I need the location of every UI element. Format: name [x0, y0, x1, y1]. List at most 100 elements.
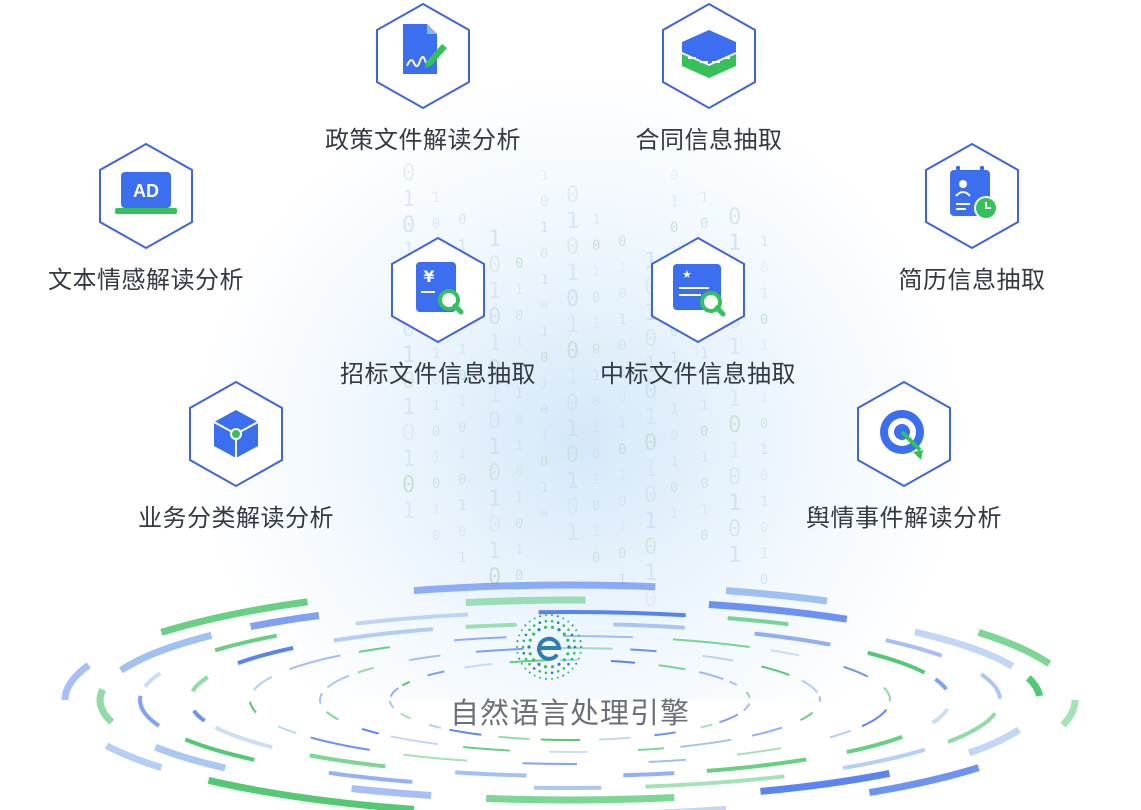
- node-label: 政策文件解读分析: [325, 126, 521, 154]
- svg-text:0: 0: [644, 535, 657, 560]
- svg-text:1: 1: [540, 428, 548, 444]
- svg-text:0: 0: [540, 402, 548, 418]
- svg-text:0: 0: [618, 442, 626, 458]
- svg-text:1: 1: [432, 450, 440, 466]
- svg-text:0: 0: [488, 305, 501, 330]
- svg-text:0: 0: [515, 412, 523, 428]
- resume-hex: [925, 142, 1019, 250]
- svg-text:0: 0: [592, 342, 600, 358]
- svg-text:1: 1: [670, 350, 678, 366]
- svg-text:1: 1: [728, 543, 741, 568]
- svg-text:1: 1: [540, 168, 548, 184]
- svg-text:0: 0: [540, 350, 548, 366]
- svg-text:0: 0: [566, 339, 579, 364]
- ring-arcs: [61, 581, 1079, 810]
- svg-text:0: 0: [566, 235, 579, 260]
- svg-text:1: 1: [618, 572, 626, 588]
- svg-text:0: 0: [644, 587, 657, 612]
- node-label: 简历信息抽取: [898, 266, 1046, 294]
- svg-text:1: 1: [488, 279, 501, 304]
- svg-text:0: 0: [566, 443, 579, 468]
- svg-text:0: 0: [592, 290, 600, 306]
- svg-text:0: 0: [540, 454, 548, 470]
- node-sentiment-analysis[interactable]: AD 文本情感解读分析: [26, 142, 266, 295]
- svg-text:1: 1: [515, 490, 523, 506]
- node-winning-extraction[interactable]: ★ 中标文件信息抽取: [578, 236, 818, 389]
- svg-text:0: 0: [700, 528, 708, 544]
- svg-text:1: 1: [566, 521, 579, 546]
- cube-icon: [213, 410, 259, 458]
- svg-text:0: 0: [566, 287, 579, 312]
- node-opinion-analysis[interactable]: 舆情事件解读分析: [784, 380, 1024, 533]
- svg-text:1: 1: [592, 472, 600, 488]
- svg-text:0: 0: [402, 369, 415, 394]
- ad-monitor-icon: AD: [115, 172, 177, 214]
- svg-text:¥: ¥: [423, 267, 434, 286]
- target-icon: [880, 410, 924, 460]
- svg-text:1: 1: [760, 338, 768, 354]
- svg-text:0: 0: [432, 372, 440, 388]
- contract-hex: [662, 2, 756, 110]
- node-bidding-extraction[interactable]: ¥ 招标文件信息抽取: [318, 236, 558, 389]
- svg-text:1: 1: [540, 480, 548, 496]
- svg-text:1: 1: [700, 190, 708, 206]
- svg-text:0: 0: [644, 431, 657, 456]
- svg-text:0: 0: [618, 494, 626, 510]
- svg-text:1: 1: [760, 234, 768, 250]
- svg-text:1: 1: [458, 446, 466, 462]
- svg-text:1: 1: [760, 546, 768, 562]
- svg-text:0: 0: [515, 568, 523, 584]
- svg-text:1: 1: [402, 343, 415, 368]
- svg-text:1: 1: [515, 386, 523, 402]
- svg-text:1: 1: [670, 454, 678, 470]
- svg-text:0: 0: [432, 528, 440, 544]
- svg-text:0: 0: [592, 238, 600, 254]
- node-policy-analysis[interactable]: 政策文件解读分析: [303, 2, 543, 155]
- svg-text:0: 0: [618, 390, 626, 406]
- svg-text:1: 1: [515, 542, 523, 558]
- svg-text:1: 1: [592, 524, 600, 540]
- document-sign-icon: [403, 24, 447, 74]
- policy-hex: [376, 2, 470, 110]
- svg-text:1: 1: [618, 468, 626, 484]
- svg-text:0: 0: [700, 476, 708, 492]
- svg-text:1: 1: [488, 383, 501, 408]
- svg-text:0: 0: [540, 506, 548, 522]
- svg-text:0: 0: [432, 216, 440, 232]
- svg-text:1: 1: [402, 395, 415, 420]
- svg-text:0: 0: [670, 480, 678, 496]
- svg-text:1: 1: [566, 261, 579, 286]
- svg-text:0: 0: [402, 421, 415, 446]
- engine-label: 自然语言处理引擎: [449, 696, 690, 730]
- svg-text:0: 0: [670, 220, 678, 236]
- svg-text:0: 0: [515, 360, 523, 376]
- svg-text:0: 0: [566, 391, 579, 416]
- svg-text:0: 0: [618, 286, 626, 302]
- svg-text:0: 0: [432, 424, 440, 440]
- svg-text:1: 1: [644, 405, 657, 430]
- svg-text:1: 1: [670, 506, 678, 522]
- node-business-analysis[interactable]: 业务分类解读分析: [116, 380, 356, 533]
- svg-text:1: 1: [488, 435, 501, 460]
- svg-text:0: 0: [432, 476, 440, 492]
- svg-text:0: 0: [458, 524, 466, 540]
- sentiment-hex: AD: [99, 142, 193, 250]
- svg-text:1: 1: [592, 316, 600, 332]
- svg-text:1: 1: [432, 398, 440, 414]
- business-hex: [189, 380, 283, 488]
- svg-text:1: 1: [402, 447, 415, 472]
- svg-text:0: 0: [402, 473, 415, 498]
- svg-text:1: 1: [488, 227, 501, 252]
- node-contract-extraction[interactable]: 合同信息抽取: [589, 2, 829, 155]
- node-resume-extraction[interactable]: 简历信息抽取: [852, 142, 1092, 295]
- svg-text:1: 1: [402, 499, 415, 524]
- svg-text:1: 1: [644, 353, 657, 378]
- svg-text:0: 0: [670, 428, 678, 444]
- svg-text:0: 0: [592, 498, 600, 514]
- node-label: 招标文件信息抽取: [340, 360, 536, 388]
- svg-text:1: 1: [618, 260, 626, 276]
- svg-text:1: 1: [458, 498, 466, 514]
- svg-text:1: 1: [644, 561, 657, 586]
- svg-text:1: 1: [458, 342, 466, 358]
- svg-text:0: 0: [540, 246, 548, 262]
